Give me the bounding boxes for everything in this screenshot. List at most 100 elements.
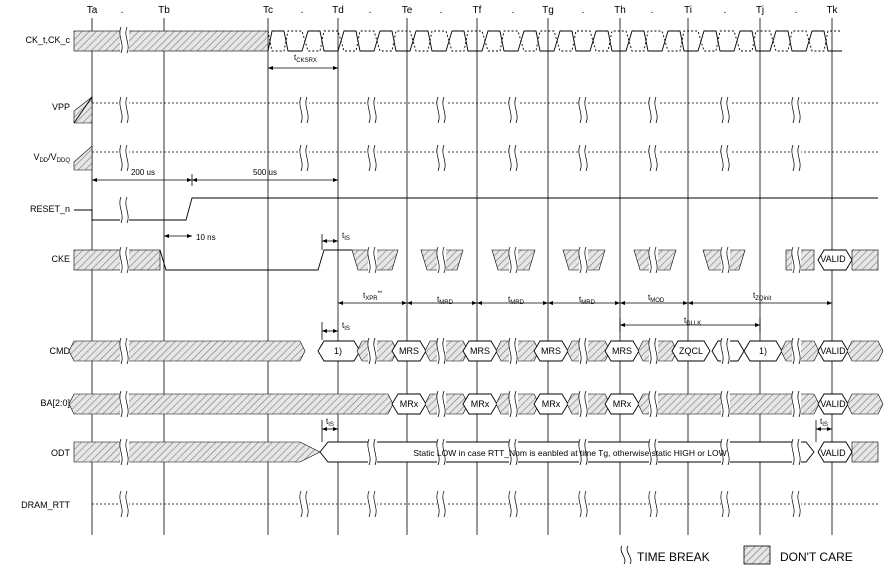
time-break-stroke [720, 337, 724, 365]
cmd-label-1: 1) [334, 346, 342, 356]
tis-arrow-head [333, 427, 338, 431]
tdllk-arrow-head [755, 323, 760, 327]
odt-valid-label: VALID [820, 448, 846, 458]
time-break-stroke [578, 390, 582, 418]
time-break-stroke [648, 490, 652, 518]
cmd-dont-care [846, 340, 884, 362]
time-break-stroke [125, 26, 129, 54]
signal-name-clk: CK_t,CK_c [25, 35, 70, 45]
time-break-stroke [305, 144, 309, 172]
time-break-mask [792, 439, 801, 465]
time-break-mask [579, 97, 588, 123]
cmd-label-1: 1) [759, 346, 767, 356]
time-break-mask [579, 439, 588, 465]
time-break-stroke [442, 390, 446, 418]
time-label-ta: Ta [87, 5, 98, 16]
time-break-stroke [514, 246, 518, 274]
time-break-mask [721, 491, 730, 517]
time-break-stroke [373, 96, 377, 124]
time-break-mask [509, 439, 518, 465]
signal-name-vdd: VDD/VDDQ [33, 152, 70, 164]
time-break-stroke [584, 438, 588, 466]
time-label-th: Th [614, 5, 626, 16]
time-break-mask [300, 145, 309, 171]
time-break-stroke [125, 337, 129, 365]
time-break-stroke [654, 337, 658, 365]
time-break-stroke [119, 144, 123, 172]
time-break-stroke [584, 246, 588, 274]
time-break-stroke [584, 96, 588, 124]
tdllk-label: tDLLK [684, 316, 701, 327]
time-break-stroke [578, 438, 582, 466]
time-break-stroke [305, 490, 309, 518]
time-break-icon [620, 545, 632, 565]
time-break-stroke [584, 337, 588, 365]
time-break-mask [649, 439, 658, 465]
time-break-mask [649, 97, 658, 123]
time-break-stroke [125, 390, 129, 418]
ba-label-mrx: MRx [400, 399, 419, 409]
time-break-mask [368, 97, 377, 123]
clock-waveform [267, 30, 842, 52]
t500-arrow-head [192, 178, 197, 182]
time-break-mask [368, 491, 377, 517]
time-break-stroke [791, 96, 795, 124]
time-break-mask [437, 247, 446, 273]
signal-name-cmd: CMD [50, 346, 71, 356]
time-break-stroke [367, 337, 371, 365]
signal-name-vpp: VPP [52, 102, 70, 112]
time-break-stroke [514, 96, 518, 124]
tis-label: tIS [326, 417, 334, 428]
time-label-tc: Tc [263, 5, 273, 16]
time-break-stroke [791, 390, 795, 418]
cmd-label-mrs: MRS [612, 346, 632, 356]
tis-label: tIS [342, 231, 350, 242]
tzqinit-arrow-head [827, 301, 832, 305]
time-break-mask [300, 491, 309, 517]
tis-arrow-head [322, 329, 327, 333]
time-break-mask [792, 247, 801, 273]
time-break-mask [120, 391, 129, 417]
time-break-stroke [654, 390, 658, 418]
time-break-stroke [648, 96, 652, 124]
tis-label: tIS [820, 417, 828, 428]
time-break-mask [579, 145, 588, 171]
cke-dont-care [851, 249, 879, 271]
time-break-stroke [436, 246, 440, 274]
cmd-valid-label: VALID [820, 346, 846, 356]
tcksrx-arrow-head [268, 66, 273, 70]
ba-dont-care [566, 393, 611, 415]
time-label-td: Td [332, 5, 344, 16]
time-break-stroke [514, 490, 518, 518]
time-break-stroke [648, 390, 652, 418]
t200-arrow-head [187, 178, 192, 182]
time-break-stroke [119, 26, 123, 54]
ba-dont-care [68, 393, 394, 415]
time-label-dot: . [301, 5, 304, 16]
time-break-mask [437, 439, 446, 465]
time-break-stroke [791, 490, 795, 518]
time-break-stroke [584, 490, 588, 518]
time-break-stroke [797, 490, 801, 518]
time-label-dot: . [121, 5, 124, 16]
clock-complement-waveform [267, 30, 842, 52]
tmrd-arrow-head [543, 301, 548, 305]
time-break-stroke [720, 438, 724, 466]
time-break-mask [792, 97, 801, 123]
tis-arrow-head [333, 239, 338, 243]
time-break-stroke [514, 144, 518, 172]
time-label-dot: . [651, 5, 654, 16]
time-break-stroke [508, 96, 512, 124]
time-break-mask [649, 491, 658, 517]
time-break-stroke [125, 246, 129, 274]
bus-labels: VALID 1) MRS MRS MRS MRS ZQCL 1) VALID M… [334, 254, 846, 458]
time-break-stroke [578, 144, 582, 172]
time-break-stroke [125, 438, 129, 466]
time-break-stroke [791, 438, 795, 466]
time-label-tb: Tb [158, 5, 170, 16]
ba-label-mrx: MRx [613, 399, 632, 409]
time-label-dot: . [795, 5, 798, 16]
txpr-arrow-head [402, 301, 407, 305]
time-break-mask [792, 338, 801, 364]
time-break-stroke [797, 96, 801, 124]
